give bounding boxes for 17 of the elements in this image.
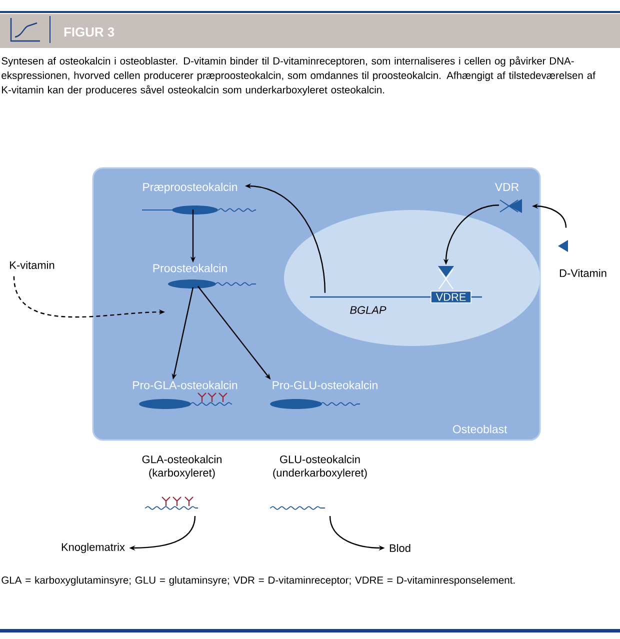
protein-label: VDR (494, 183, 519, 191)
text-label: GLA-osteokalcin (karboxyleret) (142, 455, 222, 479)
response-element-box: VDRE (430, 290, 472, 304)
text-label: Knoglematrix (62, 542, 125, 554)
text-label: Blod (390, 544, 410, 552)
caption: Syntesen af osteokalcin i osteoblaster. D-vitamin binder til D-vitaminreceptoren, som internaliseres i cellen og påvirker DNA-ekspressionen, hvorved cellen producerer præproosteokalcin, som omdannes til proosteokalcin. Afhængigt af tilstedeværelsen af K-vitamin kan der produceres såvel osteokalcin som underkarboxyleret osteokalcin. (2, 56, 596, 96)
gene-label: BGLAP (350, 306, 386, 314)
protein-label: Præproosteokalcin (143, 182, 237, 194)
protein-label: Proosteokalcin (153, 264, 227, 272)
text-label: D-Vitamin (560, 268, 606, 278)
protein-label: Pro-GLA-osteokalcin (133, 380, 238, 390)
text-label: GLU-osteokalcin (underkarboxyleret) (273, 455, 367, 479)
abbreviation-note: GLA = karboxyglutaminsyre; GLU = glutaminsyre; VDR = D-vitaminreceptor; VDRE = D-vitaminresponselement. (2, 576, 515, 586)
nucleus-ellipse (284, 210, 540, 346)
text-label: K-vitamin (10, 260, 54, 270)
protein-label: Pro-GLU-osteokalcin (272, 380, 378, 390)
figure-title: FIGUR 3 (64, 27, 114, 37)
